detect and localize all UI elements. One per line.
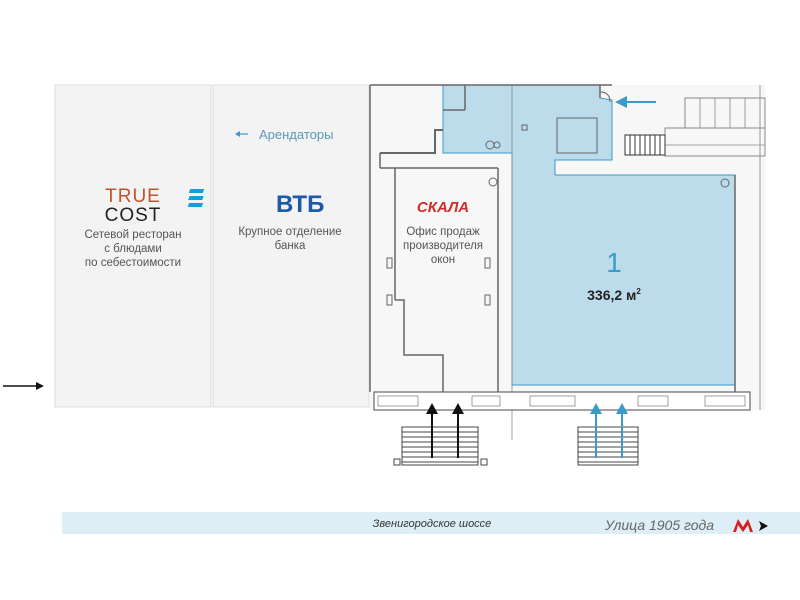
tenant-panel-truecost [54,84,212,408]
premise-area: 336,2 м2 [587,287,641,303]
legend-label: Арендаторы [259,127,333,142]
skala-desc-2: производителя [403,240,483,252]
truecost-desc-1: Сетевой ресторан [84,229,181,241]
skala-desc-1: Офис продаж [406,226,480,238]
premise-entry-arrow-icon [615,96,656,108]
premise-number: 1 [606,247,622,278]
building-plan [369,84,766,440]
premise-entry-arrow-icon [590,403,602,458]
metro-icon [733,519,753,532]
tenant-panel-vtb [212,84,370,408]
vtb-desc-2: банка [275,240,306,252]
entry-arrow-icon [426,403,438,458]
truecost-desc-3: по себестоимости [85,257,181,269]
stairs-right-icon [577,426,639,466]
entry-arrow-icon [3,382,44,390]
street-name: Звенигородское шоссе [373,518,492,530]
metro-station: Улица 1905 года [604,517,714,533]
truecost-desc-2: с блюдами [104,243,162,255]
premise-entry-arrow-icon [616,403,628,458]
skala-desc-3: окон [431,254,455,266]
toilet-icon [720,178,730,188]
tenants-legend: Арендаторы [235,127,333,142]
vtb-logo-text: ВТБ [276,191,324,218]
direction-arrow-icon [759,521,768,531]
toilet-icon [488,177,498,187]
vtb-logo-icon [187,189,205,207]
street-band [62,512,800,534]
vtb-desc-1: Крупное отделение [238,226,341,238]
stairs-left-icon [393,426,488,466]
truecost-logo-line2: COST [105,205,162,226]
stairs-icon [624,134,666,156]
entry-arrow-icon [452,403,464,458]
truecost-logo-line1: TRUE [105,186,161,207]
skala-logo-text: СКАЛА [417,199,469,216]
